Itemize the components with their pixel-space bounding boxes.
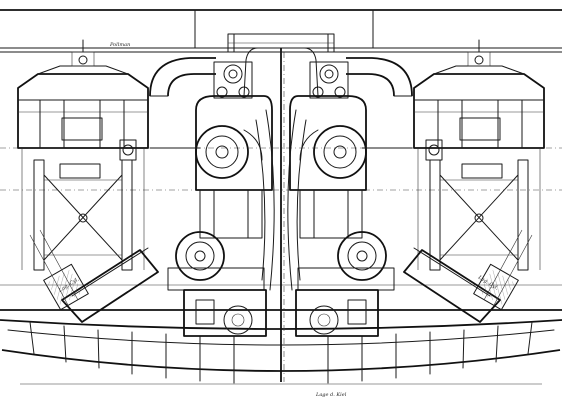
left-shaft-tube [29,229,159,323]
right-support-frame [429,159,529,271]
left-engine [119,47,275,337]
right-engine [287,47,443,337]
bottom-label: Lage d. Kiel [315,392,347,398]
right-shaft-tube [403,229,533,323]
top-label: Pollman [109,42,130,48]
centreline-bulkhead [227,33,335,382]
left-condenser-housing [17,39,149,270]
left-support-frame [33,159,133,271]
right-condenser-housing [413,39,545,270]
